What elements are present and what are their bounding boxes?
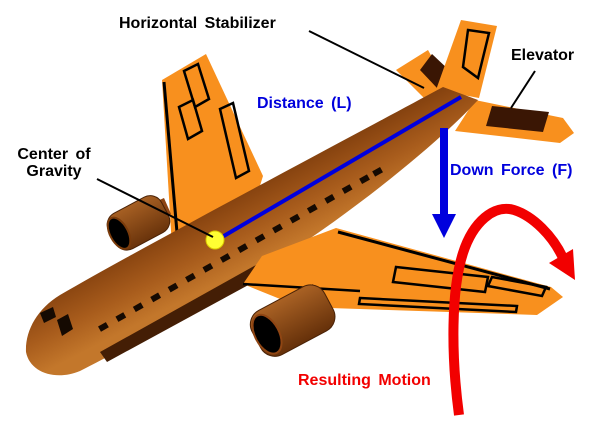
horizontal-stabilizer-label: Horizontal Stabilizer: [119, 15, 276, 32]
fuselage: [25, 87, 478, 376]
down-force-arrow: [432, 128, 456, 238]
near-wing-aileron-outline: [486, 275, 548, 298]
elevator-pointer: [510, 70, 536, 109]
distance-label: Distance (L): [257, 95, 352, 112]
down-force-label: Down Force (F): [450, 162, 573, 179]
rudder-outline: [461, 28, 491, 81]
distance-line: [215, 95, 463, 242]
center-of-gravity-label: Center of Gravity: [4, 146, 104, 180]
fuselage-stripe: [100, 265, 263, 362]
center-of-gravity-pointer: [96, 178, 214, 238]
cockpit-window: [57, 314, 73, 336]
near-engine-inlet: [251, 313, 283, 355]
center-of-gravity-label-line1: Center of: [17, 146, 91, 163]
far-engine-inlet: [106, 216, 132, 250]
resulting-motion-label: Resulting Motion: [298, 372, 431, 389]
elevator-label: Elevator: [511, 47, 575, 64]
center-of-gravity-label-line2: Gravity: [26, 163, 82, 180]
resulting-motion-arrow: [448, 203, 575, 416]
far-wing-flap-outline: [218, 101, 251, 180]
elevator-surface: [486, 106, 549, 132]
cockpit-window: [40, 307, 56, 323]
near-engine: [249, 284, 336, 357]
near-wing-trailing-flap-outline: [357, 296, 519, 314]
center-of-gravity-marker: [205, 230, 225, 250]
window-row: [98, 166, 383, 332]
far-wing-flap-outline: [182, 62, 211, 109]
near-wing-leading-edge: [337, 230, 551, 291]
far-wing-leading-edge: [162, 81, 180, 245]
far-wing-flap-outline: [177, 98, 204, 141]
vertical-stabilizer: [436, 20, 497, 98]
horizontal-stabilizer-pointer: [308, 30, 425, 89]
